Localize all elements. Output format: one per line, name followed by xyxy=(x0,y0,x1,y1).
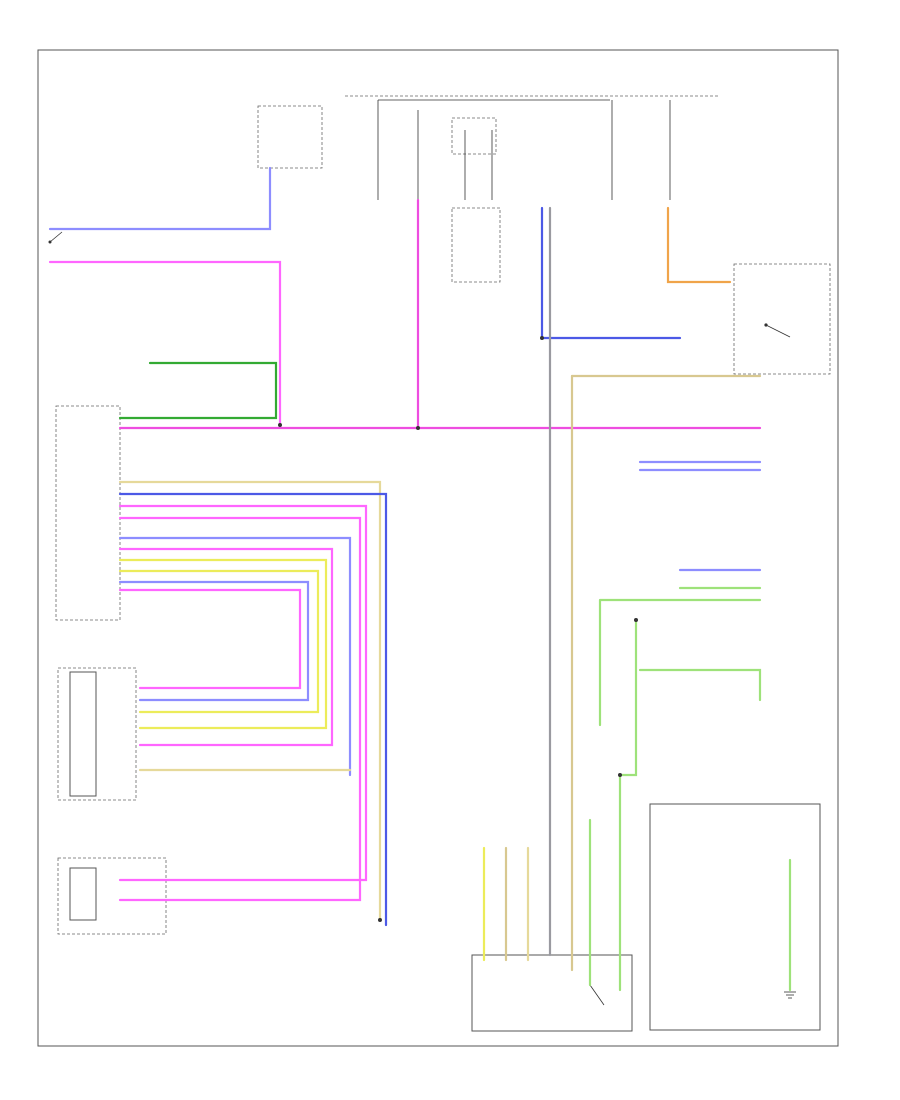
splice-point-2 xyxy=(278,423,282,427)
powertrain-control-module xyxy=(55,405,121,621)
wire-pink-solenoid-c xyxy=(118,588,302,690)
fuse-box-top-mid xyxy=(451,117,497,155)
wire-green-right-3 xyxy=(638,668,762,702)
wire-violet-solenoid-b xyxy=(118,580,310,702)
wire-yellow-solenoid-b xyxy=(118,569,320,714)
brake-switch-contact xyxy=(49,231,63,243)
wire-green-top xyxy=(118,361,278,420)
diagram-frame xyxy=(37,49,839,1047)
brake-switch-pivot xyxy=(48,240,52,244)
wire-blue-long xyxy=(118,492,388,927)
wire-pink-brake xyxy=(48,260,282,427)
auto-transmission-box xyxy=(57,857,167,935)
fuse-box-top-left xyxy=(257,105,323,169)
ground-symbol-bottom-right xyxy=(784,991,796,999)
splice-point-6 xyxy=(378,918,382,922)
splice-point-1 xyxy=(416,426,420,430)
switch-pivot xyxy=(764,323,768,327)
splice-point-5 xyxy=(618,773,622,777)
wire-pink-2 xyxy=(118,504,368,882)
wire-green-right-2 xyxy=(598,598,762,727)
transmission-connector-upper xyxy=(69,671,97,797)
shift-lever-switch-box xyxy=(733,263,831,375)
wire-blue-trunk xyxy=(540,206,682,340)
wire-pink-solenoid-a xyxy=(118,547,334,747)
relay-box-top xyxy=(451,207,501,283)
wire-tan-long xyxy=(118,480,382,922)
switch-contact xyxy=(765,324,791,338)
shift-switch-contact xyxy=(589,984,605,1006)
transmission-connector-lower xyxy=(69,867,97,921)
wire-pink-3 xyxy=(118,516,362,902)
wire-blue-brake xyxy=(48,166,272,231)
wire-green-right-4 xyxy=(618,618,638,992)
splice-point-4 xyxy=(634,618,638,622)
instrument-box-bottom-right xyxy=(649,803,821,1031)
wire-orange xyxy=(666,206,732,284)
splice-point-3 xyxy=(540,336,544,340)
shift-module-bottom xyxy=(471,954,633,1032)
wire-yellow-solenoid xyxy=(118,558,328,730)
wire-violet-solenoid xyxy=(118,536,352,777)
